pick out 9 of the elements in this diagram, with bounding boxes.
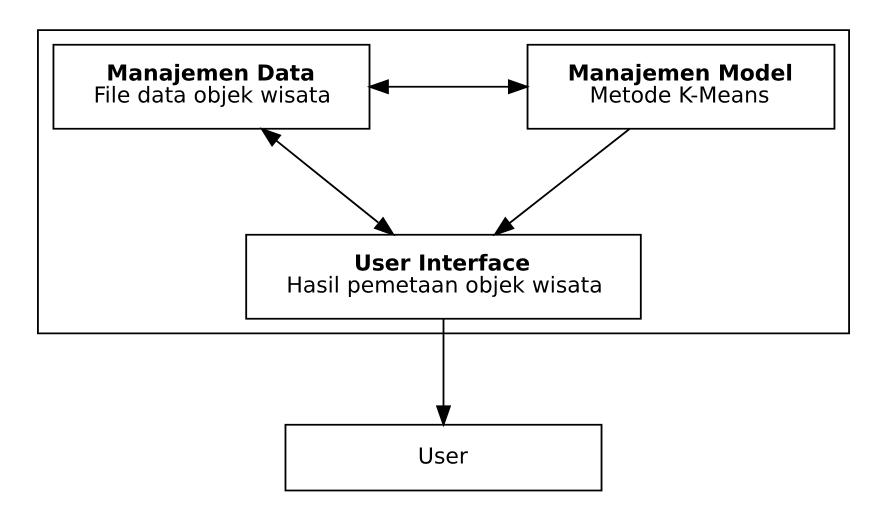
arrow — [435, 318, 451, 428]
node-box: User Interface Hasil pemetaan objek wisata — [244, 234, 642, 320]
node-box: Manajemen Model Metode K-Means — [526, 44, 835, 130]
arrow — [366, 79, 530, 94]
arrow — [259, 127, 395, 236]
node-box: User — [284, 424, 602, 492]
node-box: Manajemen Data File data objek wisata — [52, 44, 370, 130]
arrow — [492, 128, 630, 236]
cluster — [36, 29, 850, 334]
